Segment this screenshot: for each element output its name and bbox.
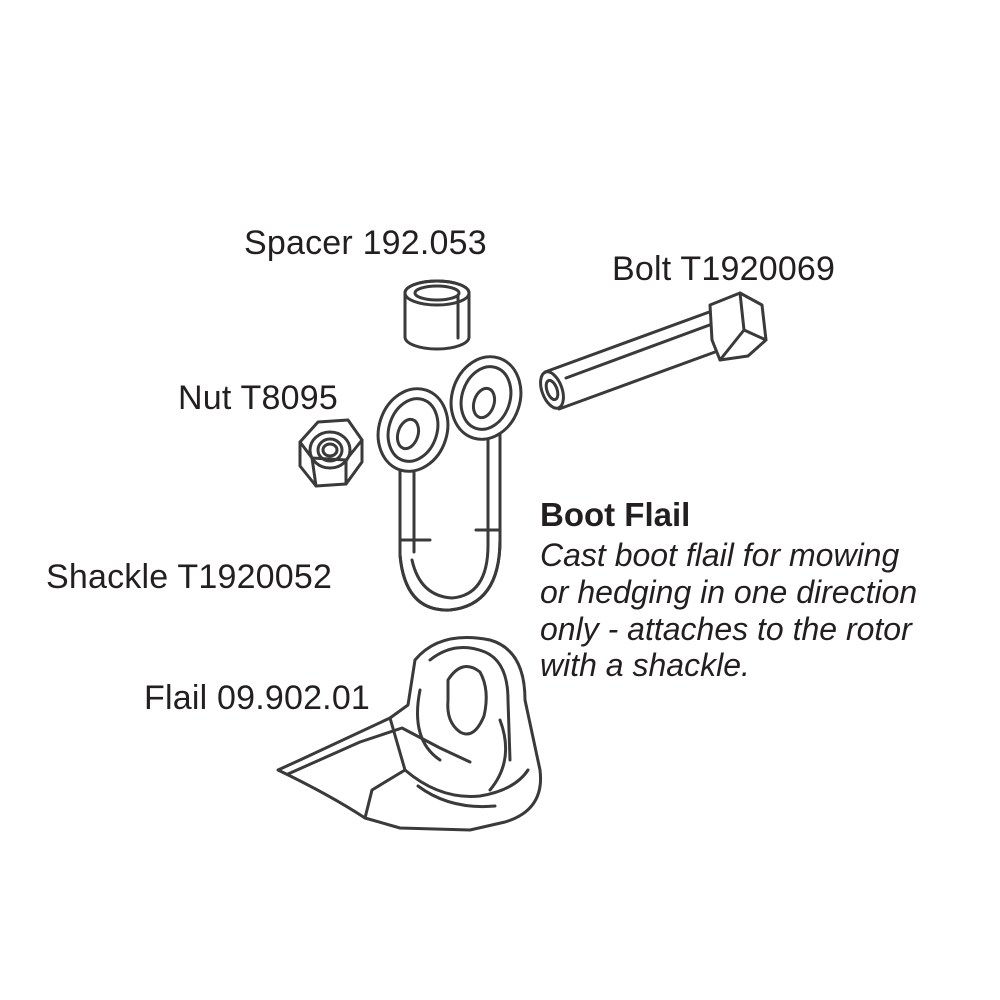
description-title: Boot Flail — [540, 496, 691, 533]
flail-label: Flail 09.902.01 — [144, 679, 371, 717]
nut-drawing — [298, 418, 364, 488]
spacer-drawing — [403, 279, 471, 351]
nut-label: Nut T8095 — [178, 379, 338, 417]
product-description: Boot Flail Cast boot flail for mowing or… — [540, 498, 980, 684]
flail-drawing — [276, 636, 543, 832]
description-line: only - attaches to the rotor — [540, 610, 912, 647]
description-line: Cast boot flail for mowing — [540, 537, 900, 573]
shackle-drawing — [376, 355, 523, 612]
description-line: or hedging in one direction — [540, 573, 918, 610]
shackle-label: Shackle T1920052 — [46, 558, 333, 596]
bolt-label: Bolt T1920069 — [612, 250, 836, 288]
spacer-label: Spacer 192.053 — [244, 224, 487, 262]
description-line: with a shackle. — [540, 647, 750, 684]
bolt-drawing — [539, 291, 768, 411]
